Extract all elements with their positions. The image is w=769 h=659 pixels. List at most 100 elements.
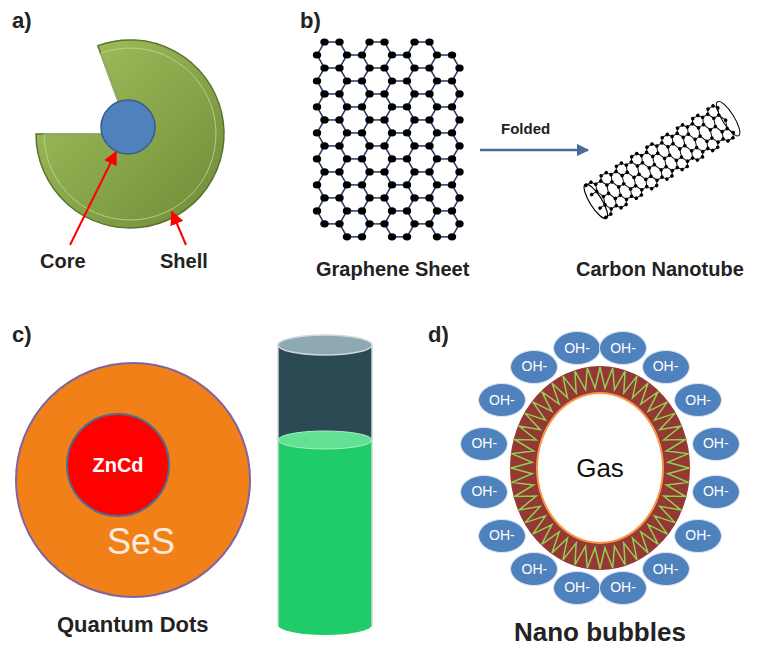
carbon-atom [403, 181, 411, 188]
tube-atom [629, 194, 634, 199]
vial-edge [277, 345, 279, 625]
carbon-atom [403, 155, 411, 162]
hydroxide-ion: OH- [599, 331, 647, 365]
carbon-atom [410, 64, 418, 71]
figure-caption: Nano bubbles [514, 618, 686, 648]
carbon-atom [320, 38, 328, 45]
hydroxide-ion: OH- [553, 331, 601, 365]
hydroxide-ion: OH- [692, 427, 740, 461]
carbon-atom [313, 207, 321, 214]
tube-atom [675, 126, 680, 131]
tube-atom [608, 212, 613, 217]
tube-atom [667, 153, 672, 158]
carbon-atom [380, 220, 388, 227]
carbon-atom [455, 116, 463, 123]
node-text: OH- [653, 359, 679, 374]
node-text: OH- [653, 562, 679, 577]
node-text: OH- [489, 528, 515, 543]
hydroxide-ion: OH- [692, 475, 740, 509]
tube-atom [609, 206, 614, 211]
carbon-atom [320, 142, 328, 149]
gas-bubble: Gas [536, 392, 664, 544]
core-circle: ZnCd [66, 413, 170, 517]
carbon-atom [425, 38, 433, 45]
node-text: OH- [564, 341, 590, 356]
tube-atom [655, 151, 660, 156]
tube-atom [706, 107, 711, 112]
tube-atom [664, 164, 669, 169]
tube-atom [635, 163, 640, 168]
hydroxide-ion: OH- [642, 552, 690, 586]
carbon-atom [425, 64, 433, 71]
carbon-atom [410, 220, 418, 227]
carbon-atom [388, 77, 396, 84]
tube-atom [648, 174, 653, 179]
carbon-atom [365, 116, 373, 123]
node-text: SeS [107, 522, 175, 562]
carbon-atom [448, 103, 456, 110]
tube-atom [689, 148, 694, 153]
tube-atom [619, 161, 624, 166]
graphene-lattice [313, 38, 464, 240]
carbon-atom [433, 155, 441, 162]
tube-atom [695, 158, 700, 163]
carbon-atom [433, 103, 441, 110]
tube-atom [604, 183, 609, 188]
carbon-atom [313, 129, 321, 136]
hydroxide-ion: OH- [553, 571, 601, 605]
tube-atom [690, 121, 695, 126]
carbon-atom [335, 220, 343, 227]
carbon-atom [358, 51, 366, 58]
tube-atom [639, 193, 644, 198]
arrow-label: Folded [501, 120, 550, 137]
carbon-atom [313, 155, 321, 162]
carbon-atom [448, 181, 456, 188]
tube-atom [660, 175, 665, 180]
hydroxide-ion: OH- [460, 427, 508, 461]
tube-atom [620, 173, 625, 178]
carbon-atom [335, 90, 343, 97]
tube-atom [713, 124, 718, 129]
carbon-atom [388, 51, 396, 58]
hydroxide-ion: OH- [599, 571, 647, 605]
tube-atom [665, 132, 670, 137]
carbon-atom [335, 168, 343, 175]
carbon-atom [388, 129, 396, 136]
carbon-atom [380, 90, 388, 97]
tube-atom [644, 145, 649, 150]
carbon-atom [365, 142, 373, 149]
hydroxide-ion: OH- [674, 519, 722, 553]
carbon-atom [448, 233, 456, 240]
carbon-atom [343, 51, 351, 58]
carbon-atom [425, 194, 433, 201]
part-label: Shell [160, 250, 208, 273]
carbon-atom [343, 77, 351, 84]
tube-atom [593, 182, 598, 187]
carbon-atom [320, 64, 328, 71]
carbon-atom [358, 207, 366, 214]
tube-atom [731, 130, 736, 135]
tube-atom [711, 103, 716, 108]
vial-cap [278, 335, 372, 355]
tube-atom [660, 135, 665, 140]
hydroxide-ion: OH- [478, 383, 526, 417]
tube-atom [680, 122, 685, 127]
carbon-atom [343, 181, 351, 188]
carbon-atom [313, 77, 321, 84]
tube-atom [669, 173, 674, 178]
tube-atom [725, 126, 730, 131]
carbon-atom [455, 168, 463, 175]
carbon-atom [410, 38, 418, 45]
carbon-atom [313, 51, 321, 58]
tube-atom [659, 167, 664, 172]
node-text: OH- [685, 528, 711, 543]
node-text: OH- [489, 393, 515, 408]
carbon-atom [358, 77, 366, 84]
panel-letter: d) [428, 322, 449, 347]
tube-atom [601, 194, 606, 199]
hydroxide-ion: OH- [642, 350, 690, 384]
carbon-atom [410, 168, 418, 175]
carbon-atom [343, 233, 351, 240]
tube-atom [598, 179, 603, 184]
